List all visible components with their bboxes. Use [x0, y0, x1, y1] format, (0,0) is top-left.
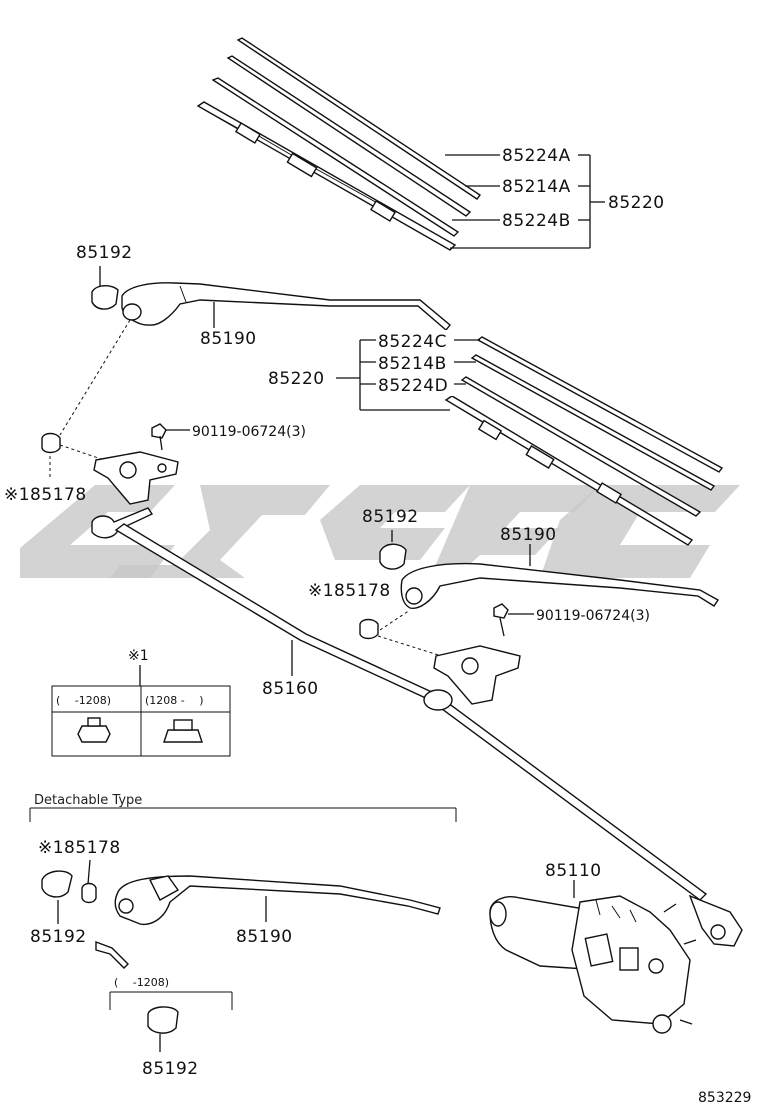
note-mark: ※1 — [128, 648, 149, 664]
table-col2: (1208 - ) — [145, 694, 204, 707]
label-85178-c: ※185178 — [38, 838, 121, 858]
diagram-number: 853229 — [698, 1090, 751, 1106]
range-1208: ( -1208) — [114, 976, 169, 989]
arrow-icon — [95, 940, 129, 969]
nut-flanged-icon — [163, 719, 203, 743]
label-85224A: 85224A — [502, 146, 571, 166]
watermark-logo — [20, 485, 740, 578]
label-85220-top: 85220 — [608, 193, 665, 213]
label-85192-d: 85192 — [142, 1059, 199, 1079]
table-col1: ( -1208) — [56, 694, 111, 707]
label-90119-b: 90119-06724(3) — [536, 608, 650, 624]
label-85190-b: 85190 — [500, 525, 557, 545]
wiper-motor: 85110 — [489, 861, 697, 1034]
label-85190-a: 85190 — [200, 329, 257, 349]
detachable-title: Detachable Type — [34, 793, 142, 808]
label-85178-b: ※185178 — [308, 581, 391, 601]
upper-wiper-arm: 85192 85190 — [76, 243, 451, 349]
label-85178-a: ※185178 — [4, 485, 87, 505]
label-85110: 85110 — [545, 861, 602, 881]
top-blade-set — [196, 37, 482, 251]
label-85160: 85160 — [262, 679, 319, 699]
label-85192-c: 85192 — [30, 927, 87, 947]
detachable-section: Detachable Type ※185178 85192 85190 ( -1… — [29, 793, 457, 1079]
label-85214B: 85214B — [378, 354, 447, 374]
label-85224D: 85224D — [378, 376, 448, 396]
label-85224C: 85224C — [378, 332, 447, 352]
label-85220-mid: 85220 — [268, 369, 325, 389]
link-rod: 85160 — [91, 507, 743, 947]
label-85190-c: 85190 — [236, 927, 293, 947]
label-85214A: 85214A — [502, 177, 571, 197]
top-blade-callouts: 85224A 85214A 85224B 85220 — [445, 146, 665, 249]
middle-blade-set — [444, 336, 724, 546]
label-85192-a: 85192 — [76, 243, 133, 263]
nut-icon — [77, 717, 111, 743]
label-90119-a: 90119-06724(3) — [192, 424, 306, 440]
middle-blade-callouts: 85224C 85214B 85224D 85220 — [268, 330, 480, 411]
note-table: ※1 ( -1208) (1208 - ) — [51, 648, 231, 757]
right-wiper-arm: 85192 85190 ※185178 90119-06724(3) — [308, 507, 720, 705]
left-pivot-assembly: 90119-06724(3) ※185178 — [4, 319, 306, 505]
label-85192-b: 85192 — [362, 507, 419, 527]
label-85224B: 85224B — [502, 211, 571, 231]
